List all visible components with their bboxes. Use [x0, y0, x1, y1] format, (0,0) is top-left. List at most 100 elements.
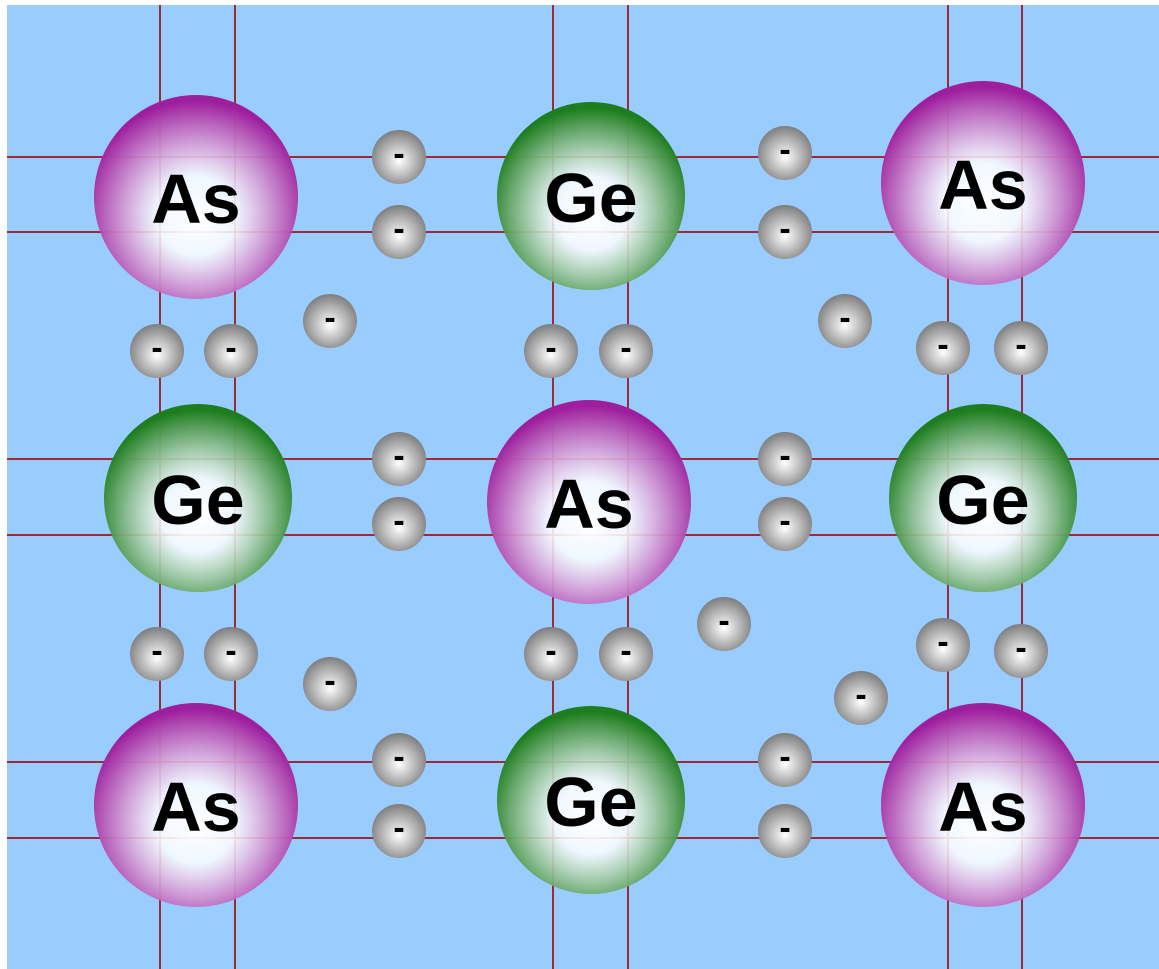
electron-sign: -: [779, 809, 790, 847]
germanium-atom: Ge: [104, 404, 292, 592]
electron-sign: -: [393, 738, 404, 776]
electron-sphere: [599, 627, 653, 681]
electron: -: [758, 432, 812, 486]
electron-sign: -: [779, 502, 790, 540]
electron-sign: -: [779, 131, 790, 169]
electron: -: [916, 321, 970, 375]
electron-sphere: [834, 671, 888, 725]
electron-sphere: [130, 627, 184, 681]
electron-sign: -: [393, 437, 404, 475]
electron-sign: -: [324, 662, 335, 700]
electron-sphere: [599, 324, 653, 378]
electron: -: [372, 497, 426, 551]
atom-sphere: [497, 706, 685, 894]
electron-sphere: [758, 126, 812, 180]
electron-sphere: [916, 618, 970, 672]
electron-sign: -: [779, 738, 790, 776]
electron-sign: -: [225, 632, 236, 670]
electron-sphere: [372, 130, 426, 184]
electron-sign: -: [718, 602, 729, 640]
electron-sign: -: [324, 299, 335, 337]
electron: -: [303, 294, 357, 348]
electron-sphere: [758, 497, 812, 551]
electron: -: [916, 618, 970, 672]
atom-label: Ge: [151, 461, 244, 539]
electron: -: [303, 657, 357, 711]
electron-sphere: [758, 205, 812, 259]
electron: -: [599, 324, 653, 378]
arsenic-atom: As: [881, 81, 1085, 285]
electron-sphere: [372, 733, 426, 787]
electron-sphere: [818, 294, 872, 348]
electron: -: [758, 804, 812, 858]
electron: -: [204, 324, 258, 378]
electron-sphere: [372, 432, 426, 486]
electron-sphere: [758, 733, 812, 787]
electron: -: [758, 205, 812, 259]
electron: -: [524, 324, 578, 378]
electron-sign: -: [855, 676, 866, 714]
atom-label: As: [938, 146, 1027, 224]
electron-sphere: [758, 804, 812, 858]
electrons-layer: -----------------------------: [130, 126, 1048, 858]
electron-sign: -: [393, 809, 404, 847]
electron: -: [994, 624, 1048, 678]
electron-sign: -: [393, 135, 404, 173]
arsenic-atom: As: [94, 95, 298, 299]
electron-sphere: [524, 324, 578, 378]
electron-sign: -: [779, 437, 790, 475]
arsenic-atom: As: [94, 703, 298, 907]
atom-sphere: [497, 102, 685, 290]
electron-sphere: [758, 432, 812, 486]
electron: -: [758, 733, 812, 787]
electron: -: [994, 321, 1048, 375]
atom-sphere: [94, 95, 298, 299]
atom-label: As: [151, 768, 240, 846]
electron-sphere: [372, 497, 426, 551]
electron-sign: -: [620, 329, 631, 367]
electron: -: [204, 627, 258, 681]
electron-sphere: [204, 627, 258, 681]
electron: -: [372, 733, 426, 787]
electron-sign: -: [151, 329, 162, 367]
electron: -: [697, 597, 751, 651]
electron: -: [372, 130, 426, 184]
electron: -: [524, 627, 578, 681]
electron-sign: -: [545, 632, 556, 670]
atom-sphere: [104, 404, 292, 592]
atom-label: Ge: [544, 159, 637, 237]
electron-sign: -: [393, 502, 404, 540]
atom-sphere: [881, 81, 1085, 285]
electron-sphere: [130, 324, 184, 378]
atom-sphere: [881, 703, 1085, 907]
electron-sign: -: [151, 632, 162, 670]
arsenic-atom: As: [487, 400, 691, 604]
electron-sphere: [372, 804, 426, 858]
electron: -: [834, 671, 888, 725]
atom-label: As: [151, 160, 240, 238]
electron-sphere: [994, 624, 1048, 678]
electron-sign: -: [839, 299, 850, 337]
atom-label: Ge: [936, 461, 1029, 539]
electron-sphere: [303, 657, 357, 711]
electron-sign: -: [1015, 629, 1026, 667]
electron: -: [758, 126, 812, 180]
electron: -: [372, 205, 426, 259]
electron: -: [130, 627, 184, 681]
electron: -: [130, 324, 184, 378]
electron: -: [372, 432, 426, 486]
electron-sphere: [994, 321, 1048, 375]
atom-label: As: [938, 768, 1027, 846]
electron-sphere: [303, 294, 357, 348]
germanium-atom: Ge: [497, 102, 685, 290]
electron-sphere: [697, 597, 751, 651]
electron-sign: -: [545, 329, 556, 367]
atom-sphere: [94, 703, 298, 907]
electron: -: [818, 294, 872, 348]
germanium-atom: Ge: [889, 404, 1077, 592]
atom-label: As: [544, 465, 633, 543]
atom-sphere: [487, 400, 691, 604]
electron-sign: -: [937, 326, 948, 364]
